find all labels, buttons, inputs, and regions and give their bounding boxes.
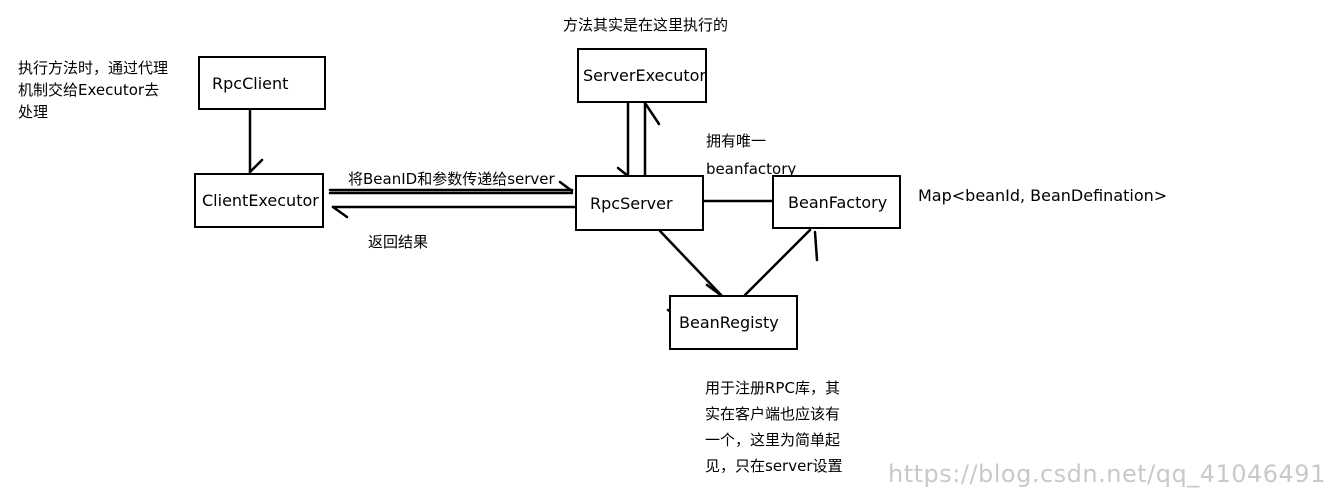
client-to-executor-arrowhead [248, 158, 264, 174]
rpc-server-box: RpcServer [575, 175, 704, 231]
client-executor-label: ClientExecutor [202, 191, 319, 210]
server-executor-label: ServerExecutor [583, 66, 706, 85]
send-arrow-arrowhead [558, 180, 574, 193]
registy-note: 用于注册RPC库，其 实在客户端也应该有 一个，这里为简单起 见，只在serve… [705, 375, 842, 479]
server-to-executor-arrowhead [616, 166, 630, 178]
registy-note-line-3: 一个，这里为简单起 [705, 431, 841, 449]
send-label: 将BeanID和参数传递给server [348, 170, 555, 188]
bean-factory-box: BeanFactory [772, 175, 901, 229]
registy-factory-tick [813, 230, 819, 262]
server-executor-note: 方法其实是在这里执行的 [563, 16, 729, 34]
rpc-client-box: RpcClient [198, 56, 326, 110]
rpc-server-label: RpcServer [590, 193, 673, 213]
map-note: Map<beanId, BeanDefination> [918, 186, 1168, 205]
server-registy-arrowhead [705, 283, 724, 298]
bean-registy-box: BeanRegisty [669, 295, 798, 350]
factory-note-line-2: beanfactory [706, 160, 797, 178]
factory-note: 拥有唯一 beanfactory [706, 127, 796, 183]
bean-factory-label: BeanFactory [788, 192, 888, 212]
return-arrow-arrowhead [331, 205, 349, 219]
registy-factory-line [743, 228, 812, 297]
bean-registy-label: BeanRegisty [679, 313, 779, 332]
registy-note-line-4: 见，只在server设置 [705, 457, 843, 475]
return-label: 返回结果 [368, 233, 429, 251]
executor-to-server-arrowhead [643, 101, 661, 126]
registy-note-line-1: 用于注册RPC库，其 [705, 379, 840, 397]
rpc-client-label: RpcClient [212, 73, 289, 93]
server-executor-box: ServerExecutor [577, 48, 707, 103]
server-registy-line [658, 229, 724, 298]
client-note-line-1: 执行方法时，通过代理 [18, 59, 169, 77]
client-note-line-2: 机制交给Executor去 [18, 81, 160, 99]
client-executor-box: ClientExecutor [194, 173, 324, 228]
registy-note-line-2: 实在客户端也应该有 [705, 405, 841, 423]
client-note-line-3: 处理 [18, 103, 49, 121]
watermark: https://blog.csdn.net/qq_41046491 [888, 460, 1326, 488]
factory-note-line-1: 拥有唯一 [706, 132, 767, 150]
client-note: 执行方法时，通过代理 机制交给Executor去 处理 [18, 57, 168, 123]
